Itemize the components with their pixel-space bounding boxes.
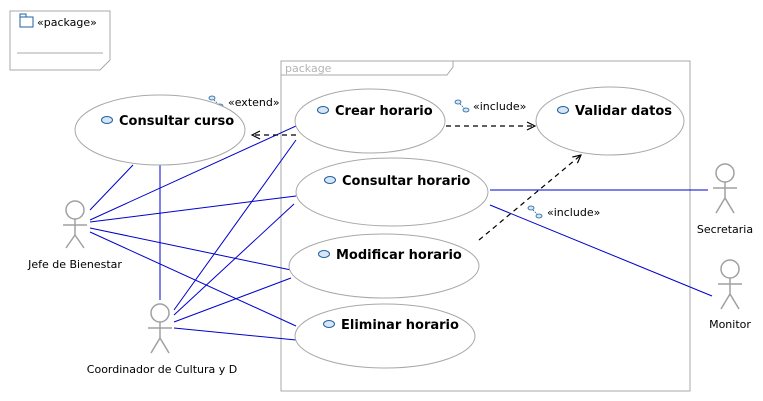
- dependency-icon: [454, 99, 470, 113]
- actor-label: Jefe de Bienestar: [27, 258, 122, 271]
- extend-label-group: «extend»: [208, 95, 280, 109]
- actor-figure-icon: [148, 303, 172, 354]
- use-case-label: Crear horario: [335, 104, 433, 119]
- package-frame: package: [280, 60, 691, 392]
- package-title: package: [285, 62, 332, 75]
- use-case-crear-horario[interactable]: Crear horario: [294, 88, 446, 154]
- use-case-validar-datos[interactable]: Validar datos: [535, 86, 685, 156]
- actor-figure-icon: [63, 200, 87, 249]
- legend-package: «package»: [9, 10, 111, 71]
- actor-label: Coordinador de Cultura y D: [87, 363, 237, 376]
- actor-label: Monitor: [709, 318, 751, 331]
- dependencies: [252, 126, 581, 241]
- use-case-label: Consultar curso: [119, 114, 234, 129]
- include-arrow-modificar: [478, 155, 581, 241]
- actor-coordinador[interactable]: Coordinador de Cultura y D: [87, 303, 237, 376]
- use-case-consultar-horario[interactable]: Consultar horario: [295, 157, 489, 227]
- actor-jefe-de-bienestar[interactable]: Jefe de Bienestar: [27, 200, 122, 271]
- actor-monitor[interactable]: Monitor: [709, 259, 751, 331]
- package-icon: [19, 13, 34, 28]
- use-case-modificar-horario[interactable]: Modificar horario: [288, 233, 480, 299]
- use-case-icon: [101, 116, 113, 124]
- use-case-icon: [318, 250, 330, 258]
- actor-figure-icon: [713, 163, 737, 214]
- include-label-validar: «include»: [473, 100, 526, 113]
- use-case-consultar-curso[interactable]: Consultar curso: [74, 94, 246, 166]
- actor-secretaria[interactable]: Secretaria: [697, 163, 753, 236]
- actor-figure-icon: [718, 259, 742, 310]
- include-label-modificar-group: «include»: [527, 205, 600, 219]
- use-case-icon: [557, 106, 569, 114]
- extend-label: «extend»: [228, 96, 280, 109]
- use-case-label: Eliminar horario: [341, 318, 459, 333]
- legend-label: «package»: [37, 16, 97, 29]
- actor-label: Secretaria: [697, 223, 753, 236]
- use-case-icon: [323, 320, 335, 328]
- use-case-icon: [317, 106, 329, 114]
- use-case-icon: [324, 176, 336, 184]
- include-label-modificar: «include»: [547, 206, 600, 219]
- associations: [89, 125, 713, 341]
- include-label-validar-group: «include»: [454, 99, 526, 113]
- use-case-label: Validar datos: [575, 104, 672, 119]
- dependency-icon: [527, 205, 543, 219]
- use-case-eliminar-horario[interactable]: Eliminar horario: [294, 303, 476, 369]
- use-case-label: Modificar horario: [336, 248, 462, 263]
- use-case-label: Consultar horario: [342, 174, 470, 189]
